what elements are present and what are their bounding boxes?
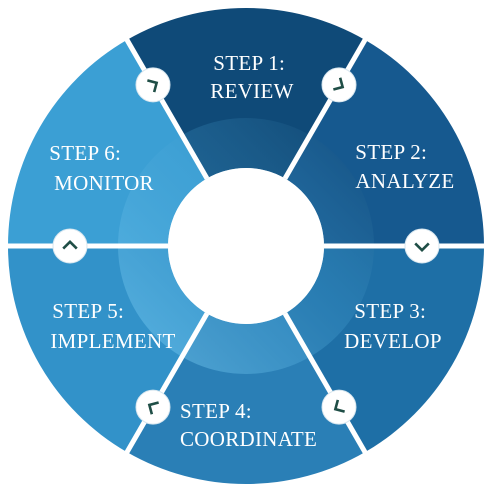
divider-line [123, 36, 210, 180]
divider-line [123, 312, 210, 456]
chevron-icon [404, 228, 440, 264]
step-labels: STEP 1: REVIEW STEP 2: ANALYZE STEP 3: D… [49, 51, 454, 451]
divider-line [282, 312, 369, 456]
step-6-label: STEP 6: MONITOR [49, 141, 154, 195]
chevron-icon [135, 389, 171, 425]
step-4-label: STEP 4: COORDINATE [180, 399, 317, 451]
step-3-label: STEP 3: DEVELOP [344, 299, 442, 353]
chevron-icon [321, 67, 357, 103]
chevron-icon [321, 389, 357, 425]
center-circle [168, 168, 324, 324]
step-5-label: STEP 5: IMPLEMENT [50, 299, 175, 353]
chevron-icon [52, 228, 88, 264]
step-2-label: STEP 2: ANALYZE [355, 140, 454, 193]
connector-icons [52, 67, 440, 425]
step-1-label: STEP 1: REVIEW [210, 51, 293, 103]
chevron-icon [135, 67, 171, 103]
segment-dividers [6, 36, 486, 456]
divider-line [282, 36, 369, 180]
